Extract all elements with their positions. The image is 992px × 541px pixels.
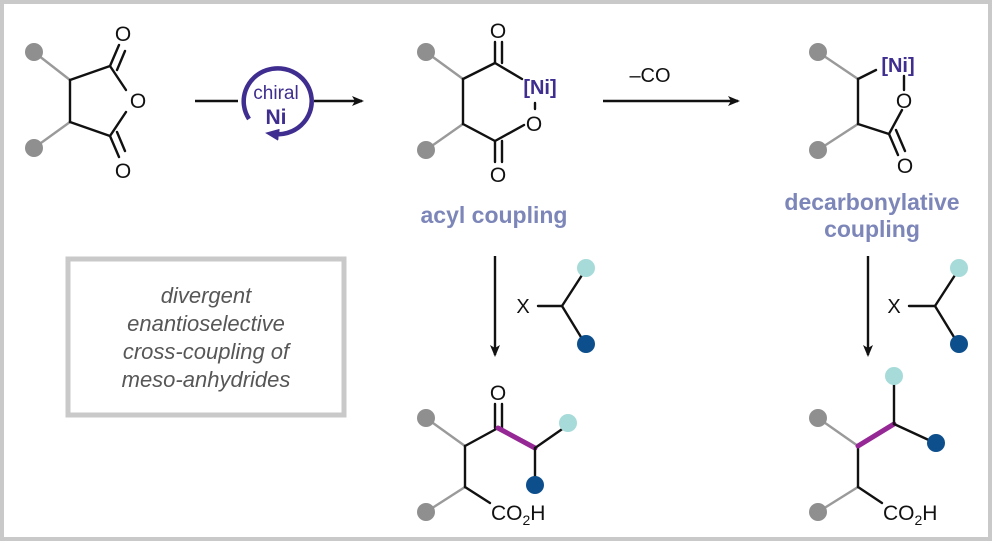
acyl-coupling-step: X [490, 256, 595, 357]
catalyst-label-ni: Ni [266, 106, 287, 129]
ni-bound-oxygen: O [896, 90, 912, 113]
electrophile-dot-dark [577, 335, 595, 353]
product-dot-dark [526, 476, 544, 494]
decarbonylative-coupling-label-1: decarbonylative [784, 189, 959, 215]
meso-anhydride: O O O [25, 23, 146, 183]
ketone-product: O CO2H [417, 382, 577, 528]
product-dot-light [885, 367, 903, 385]
ketone-oxygen: O [490, 382, 506, 405]
decarbonylated-intermediate: [Ni] O O decarbonylative coupling [784, 43, 960, 242]
ni-bound-oxygen: O [526, 113, 542, 136]
summary-line-4: meso-anhydrides [122, 367, 291, 392]
substituent-dot [809, 43, 827, 61]
summary-line-1: divergent [161, 283, 252, 308]
summary-line-3: cross-coupling of [123, 339, 292, 364]
product-dot-dark [927, 434, 945, 452]
substituent-dot [417, 43, 435, 61]
summary-frame [65, 256, 347, 418]
carboxylic-acid-label: CO2H [491, 502, 545, 528]
substituent-dot [25, 43, 43, 61]
nickel-center: [Ni] [881, 55, 914, 77]
new-c-c-bond [855, 421, 897, 449]
summary-line-2: enantioselective [127, 311, 285, 336]
alkyl-product: CO2H [809, 367, 945, 528]
decarbonylative-coupling-label-2: coupling [824, 216, 920, 242]
decarbonylation-label: –CO [629, 65, 670, 87]
leaving-group-x: X [887, 296, 900, 318]
nickel-center: [Ni] [523, 77, 556, 99]
product-dot-light [559, 414, 577, 432]
carbonyl-oxygen-bottom: O [115, 160, 131, 183]
leaving-group-x: X [516, 296, 529, 318]
ring-oxygen: O [130, 90, 146, 113]
chiral-ni-step: chiral Ni [195, 66, 364, 141]
acyl-coupling-label: acyl coupling [421, 202, 568, 228]
acyl-carbonyl-oxygen-bottom: O [490, 164, 506, 187]
lactone-carbonyl-oxygen: O [897, 155, 913, 178]
substituent-dot [809, 141, 827, 159]
substituent-dot [25, 139, 43, 157]
carboxylic-acid-label: CO2H [883, 502, 937, 528]
substituent-dot [417, 409, 435, 427]
carbonyl-oxygen-top: O [115, 23, 131, 46]
substituent-dot [417, 503, 435, 521]
electrophile-dot-light [577, 259, 595, 277]
catalyst-label-chiral: chiral [253, 83, 298, 104]
substituent-dot [809, 409, 827, 427]
electrophile-dot-dark [950, 335, 968, 353]
decarbonylation-step: –CO [603, 65, 740, 106]
new-c-c-bond [495, 425, 538, 451]
decarbonylative-coupling-step: X [863, 256, 968, 357]
catalytic-cycle-icon [241, 66, 314, 141]
electrophile-dot-light [950, 259, 968, 277]
summary-box: divergent enantioselective cross-couplin… [65, 256, 347, 418]
substituent-dot [417, 141, 435, 159]
acyl-nickel-intermediate: O O O [Ni] acyl coupling [417, 20, 567, 228]
acyl-carbonyl-oxygen-top: O [490, 20, 506, 43]
substituent-dot [809, 503, 827, 521]
